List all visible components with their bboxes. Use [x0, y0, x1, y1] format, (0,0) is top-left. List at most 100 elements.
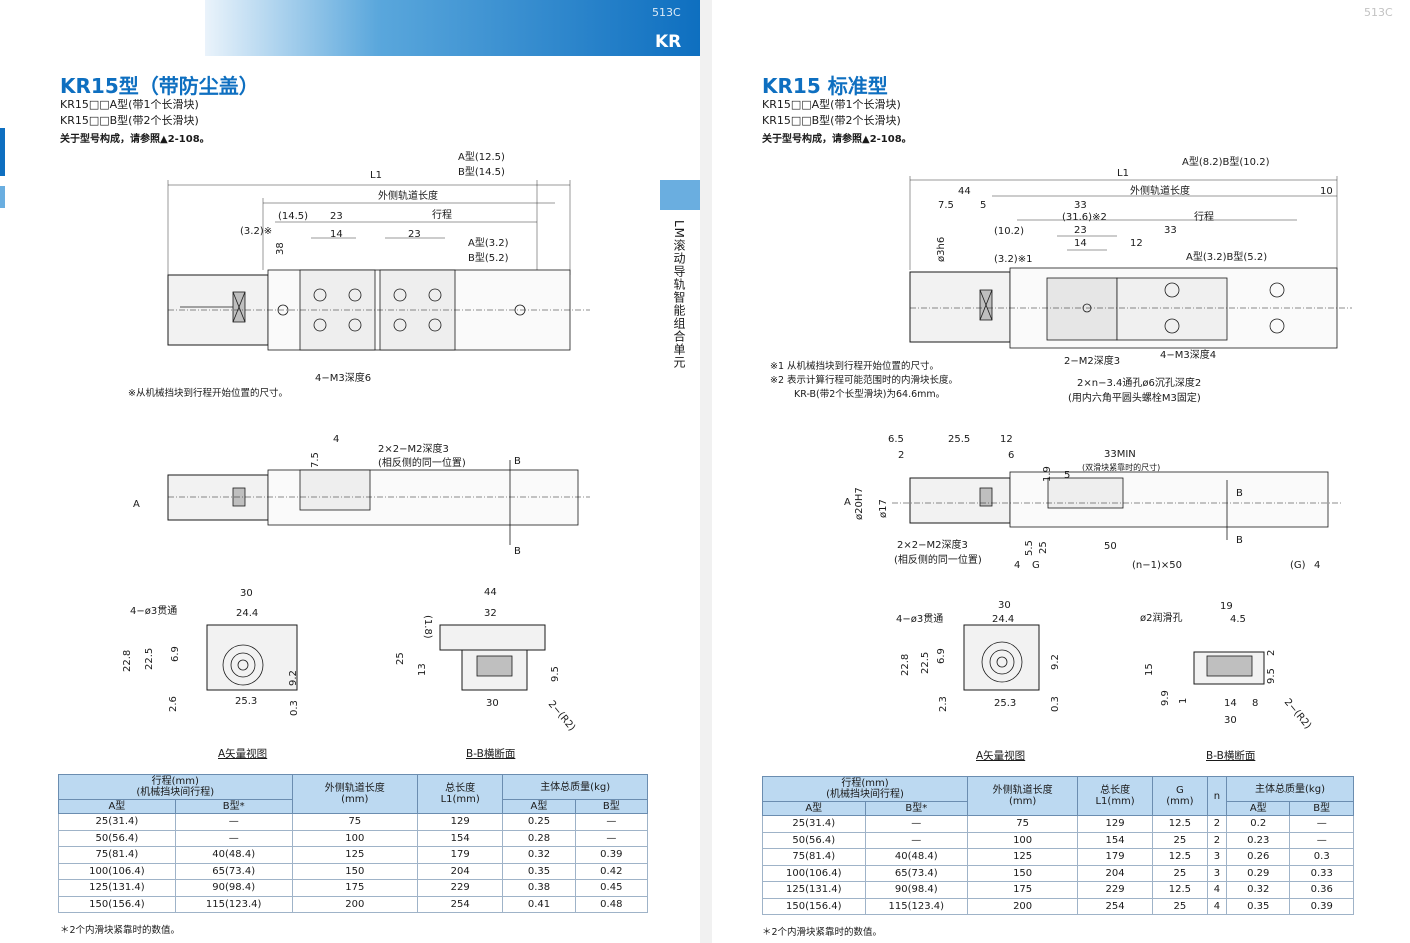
table-cell: 0.2 [1226, 815, 1291, 833]
label-a-type-mid: A型(3.2) [468, 236, 509, 249]
label-24-4: 24.4 [992, 614, 1014, 625]
table-cell: — [574, 813, 649, 831]
label-l1: L1 [1117, 168, 1129, 179]
table-cell: 75(81.4) [58, 846, 176, 864]
label-3-2: (3.2)※ [240, 226, 272, 237]
header-stroke-sub: (机械挡块间行程) [826, 789, 904, 800]
table-cell: 0.48 [574, 895, 649, 913]
table-cell: 90(98.4) [864, 881, 969, 899]
label-9-9: 9.9 [1160, 690, 1171, 706]
stroke-note: ※从机械挡块到行程开始位置的尺寸。 [128, 388, 288, 399]
label-4: 4 [333, 434, 339, 445]
table-cell: 129 [1077, 815, 1154, 833]
table-cell: 12.5 [1152, 815, 1208, 833]
series-badge: KR [655, 32, 682, 52]
table-cell: 254 [1077, 897, 1154, 915]
label-12b: 12 [1000, 434, 1013, 445]
table-cell: 50(56.4) [58, 829, 176, 847]
label-3-2: (3.2)※1 [994, 254, 1032, 265]
label-5: 5 [980, 200, 986, 211]
label-holes-note: (用内六角平圆头螺栓M3固定) [1068, 391, 1201, 404]
label-13: 13 [417, 663, 428, 676]
label-23a: 23 [330, 211, 343, 222]
label-30b: 30 [1224, 715, 1237, 726]
label-6-9: 6.9 [170, 646, 181, 662]
label-r2: 2−(R2) [546, 699, 578, 734]
header-a: A型 [762, 801, 866, 816]
page-title: KR15型（带防尘盖） [60, 74, 259, 98]
table-cell: 75(81.4) [762, 848, 866, 866]
subtitle-a: KR15□□A型(带1个长滑块) [60, 98, 199, 111]
top-view-labels: L1 外侧轨道长度 行程 A型(12.5) B型(14.5) (14.5) 23… [122, 150, 578, 734]
table-cell: 3 [1206, 864, 1228, 882]
table-cell: 0.32 [502, 846, 576, 864]
table-cell: 25(31.4) [58, 813, 176, 831]
footnote: ＊2个内滑块紧靠时的数值。 [762, 927, 883, 938]
header-mass-a: A型 [1226, 801, 1291, 816]
edge-marker [0, 128, 5, 176]
table-cell: 65(73.4) [174, 862, 293, 880]
table-cell: 65(73.4) [864, 864, 969, 882]
label-1: 1 [1178, 698, 1189, 704]
note-1: ※1 从机械挡块到行程开始位置的尺寸。 [770, 361, 940, 372]
label-22-5: 22.5 [144, 648, 155, 670]
label-32: 32 [484, 608, 497, 619]
label-3h6: ø3h6 [936, 237, 947, 262]
label-25-3: 25.3 [994, 698, 1016, 709]
table-cell: 125 [967, 848, 1079, 866]
left-page: 513C KR KR15型（带防尘盖） KR15□□A型(带1个长滑块) KR1… [0, 0, 700, 943]
label-19: 19 [1220, 601, 1233, 612]
table-cell: 50(56.4) [762, 831, 866, 849]
top-view-drawing [892, 176, 1352, 691]
table-cell: — [174, 813, 293, 831]
table-cell: 12.5 [1152, 881, 1208, 899]
table-cell: 25 [1152, 864, 1208, 882]
caption-bb-section: B-B横断面 [466, 748, 516, 760]
table-cell: 115(123.4) [174, 895, 293, 913]
label-l1: L1 [370, 170, 382, 181]
table-cell: 25 [1152, 897, 1208, 915]
side-tab [660, 180, 700, 210]
subtitle-b: KR15□□B型(带2个长滑块) [60, 114, 199, 127]
label-8: 8 [1252, 698, 1258, 709]
table-cell: 0.25 [502, 813, 576, 831]
table-cell: — [864, 815, 969, 833]
table-cell: 175 [967, 881, 1079, 899]
label-b-type-mid: B型(5.2) [468, 251, 509, 264]
header-rail-unit: (mm) [1008, 796, 1037, 807]
label-1-8: (1.8) [422, 615, 433, 639]
label-14: 14 [1074, 238, 1087, 249]
label-ab-top: A型(8.2)B型(10.2) [1182, 155, 1270, 168]
page-number: 513C [1364, 6, 1393, 19]
header-mass-a: A型 [502, 799, 576, 814]
label-0-3: 0.3 [289, 700, 300, 716]
table-cell: 0.23 [1226, 831, 1291, 849]
label-1-9: 1.9 [1042, 466, 1053, 482]
table-cell: — [1289, 831, 1354, 849]
header-mass: 主体总质量(kg) [502, 774, 648, 800]
caption-a-view: A矢量视图 [218, 748, 268, 760]
label-6-9: 6.9 [936, 648, 947, 664]
header-rail-unit: (mm) [341, 794, 369, 805]
header-b: B型* [864, 801, 969, 816]
label-5-5: 5.5 [1024, 540, 1035, 556]
table-cell: 125 [291, 846, 419, 864]
table-cell: 154 [1077, 831, 1154, 849]
label-17: ø17 [878, 499, 889, 518]
table-cell: 150 [967, 864, 1079, 882]
label-2-3: 2.3 [938, 696, 949, 712]
label-9-5: 9.5 [1266, 668, 1277, 684]
label-hole: 4−ø3贯通 [130, 605, 177, 617]
label-arrow-b-bottom: B [514, 546, 521, 557]
table-cell: 0.28 [502, 829, 576, 847]
table-cell: — [574, 829, 649, 847]
